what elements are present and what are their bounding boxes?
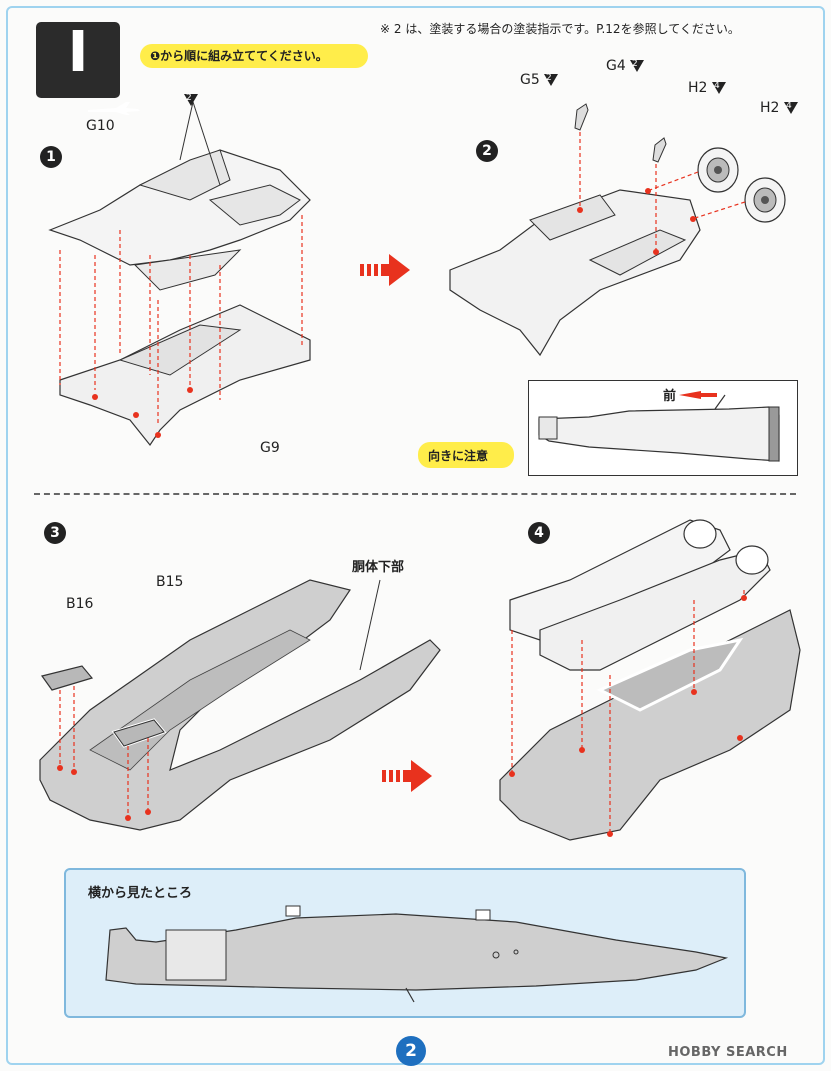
part-label-g10: G10 <box>86 118 115 134</box>
part-label-g9: G9 <box>260 440 280 456</box>
part-label-g5: G5 <box>520 72 540 88</box>
section-divider <box>34 493 796 495</box>
paint-triangle-h2-a <box>712 82 726 94</box>
paint-code-g5: 2 <box>546 73 552 83</box>
part-label-b15: B15 <box>156 574 184 590</box>
step-number-1: 1 <box>40 146 62 168</box>
orientation-caution: 向きに注意 <box>418 442 514 468</box>
side-view-title: 横から見たところ <box>88 886 193 901</box>
paint-code-h2-b: 4 <box>786 101 792 111</box>
orientation-inset-drawing <box>538 391 780 462</box>
part-label-lower-fuselage: 胴体下部 <box>352 560 405 575</box>
page-number: 2 <box>396 1036 426 1066</box>
wheel-h2-a <box>697 147 739 193</box>
wheel-h2-b <box>744 177 786 223</box>
paint-code-g4: 2 <box>632 59 638 69</box>
step-letter: I <box>67 20 89 85</box>
orientation-inset: 前 <box>528 380 798 476</box>
paint-triangle-g4 <box>630 60 644 72</box>
step2-drawing <box>449 103 786 357</box>
step-number-4: 4 <box>528 522 550 544</box>
paint-triangle-g5 <box>544 74 558 86</box>
part-label-b16: B16 <box>66 596 94 612</box>
next-arrow-icon-2 <box>382 760 432 792</box>
side-view-panel: 横から見たところ <box>64 868 746 1018</box>
step1-drawing <box>48 101 311 447</box>
part-label-h2-a: H2 <box>688 80 708 96</box>
watermark: HOBBY SEARCH <box>668 1045 788 1060</box>
jet-silhouette-icon <box>88 102 140 115</box>
step-number-2: 2 <box>476 140 498 162</box>
paint-code-step1: 2 <box>186 93 192 103</box>
step-number-3: 3 <box>44 522 66 544</box>
step4-drawing <box>499 519 801 841</box>
paint-note: ※ 2 は、塗装する場合の塗装指示です。P.12を参照してください。 <box>380 22 740 36</box>
order-instruction: ❶から順に組み立ててください。 <box>140 44 368 68</box>
paint-triangle-h2-b <box>784 102 798 114</box>
part-label-h2-b: H2 <box>760 100 780 116</box>
step3-drawing <box>39 579 441 831</box>
side-view-drawing <box>105 905 729 1003</box>
step-badge: I <box>36 20 140 115</box>
part-label-g4: G4 <box>606 58 626 74</box>
paint-code-h2-a: 4 <box>714 81 720 91</box>
paint-triangle-step1 <box>184 94 198 106</box>
front-label: 前 <box>663 389 677 404</box>
next-arrow-icon <box>360 254 410 286</box>
